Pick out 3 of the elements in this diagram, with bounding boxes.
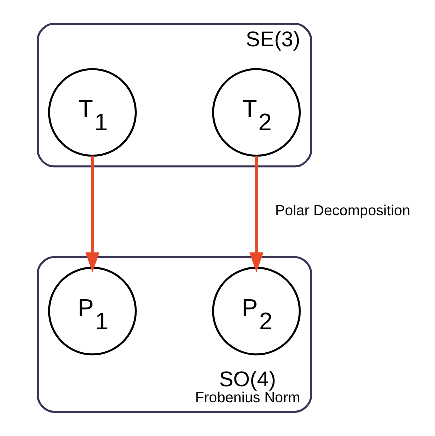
arrow xyxy=(249,156,264,273)
edge-label: Polar Decomposition xyxy=(274,204,410,220)
arrow xyxy=(85,156,100,273)
